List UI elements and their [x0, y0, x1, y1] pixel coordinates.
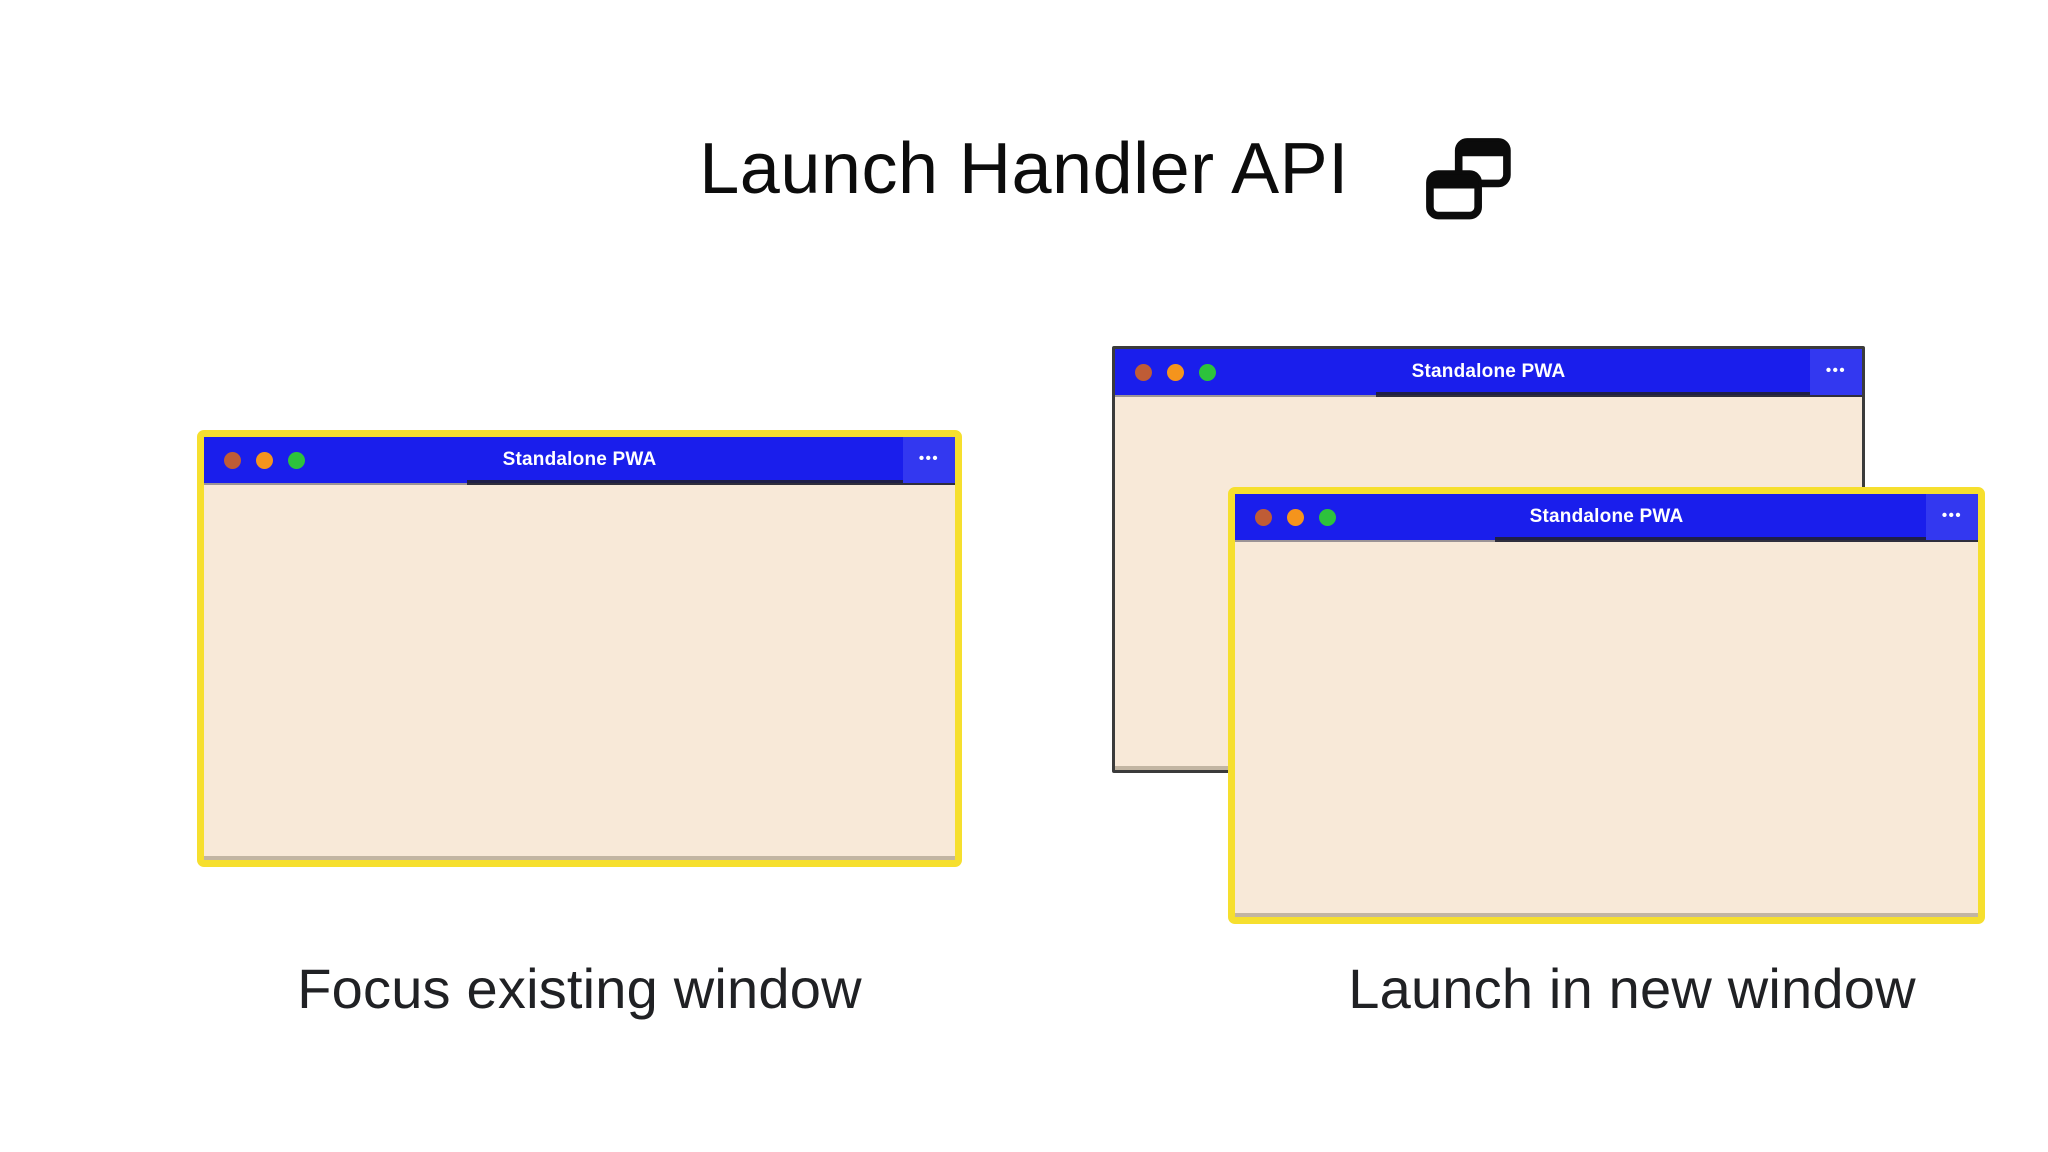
ellipsis-icon: •••: [1825, 361, 1847, 379]
close-button[interactable]: [224, 451, 241, 469]
window-content: [1235, 540, 1978, 917]
titlebar[interactable]: Standalone PWA •••: [1115, 349, 1862, 397]
overlapping-windows-icon: [1426, 138, 1511, 220]
maximize-button[interactable]: [1319, 508, 1336, 526]
titlebar[interactable]: Standalone PWA •••: [204, 437, 955, 485]
window-content: [204, 483, 955, 860]
window-title: Standalone PWA: [1529, 506, 1684, 527]
window-title: Standalone PWA: [502, 449, 657, 470]
maximize-button[interactable]: [288, 451, 305, 469]
minimize-button[interactable]: [1287, 508, 1304, 526]
menu-button[interactable]: •••: [1810, 349, 1862, 395]
minimize-button[interactable]: [1167, 363, 1184, 381]
minimize-button[interactable]: [256, 451, 273, 469]
caption-launch-new: Launch in new window: [1348, 957, 1916, 1020]
traffic-lights: [1135, 349, 1216, 395]
window-title: Standalone PWA: [1411, 361, 1566, 382]
ellipsis-icon: •••: [918, 449, 940, 467]
menu-button[interactable]: •••: [1926, 494, 1978, 540]
close-button[interactable]: [1135, 363, 1152, 381]
traffic-lights: [224, 437, 305, 483]
titlebar[interactable]: Standalone PWA •••: [1235, 494, 1978, 542]
menu-button[interactable]: •••: [903, 437, 955, 483]
caption-focus-existing: Focus existing window: [297, 957, 862, 1020]
pwa-window-new-foreground: Standalone PWA •••: [1228, 487, 1985, 924]
traffic-lights: [1255, 494, 1336, 540]
close-button[interactable]: [1255, 508, 1272, 526]
maximize-button[interactable]: [1199, 363, 1216, 381]
page-title: Launch Handler API: [699, 129, 1349, 209]
ellipsis-icon: •••: [1941, 506, 1963, 524]
pwa-window-focus-existing: Standalone PWA •••: [197, 430, 962, 867]
